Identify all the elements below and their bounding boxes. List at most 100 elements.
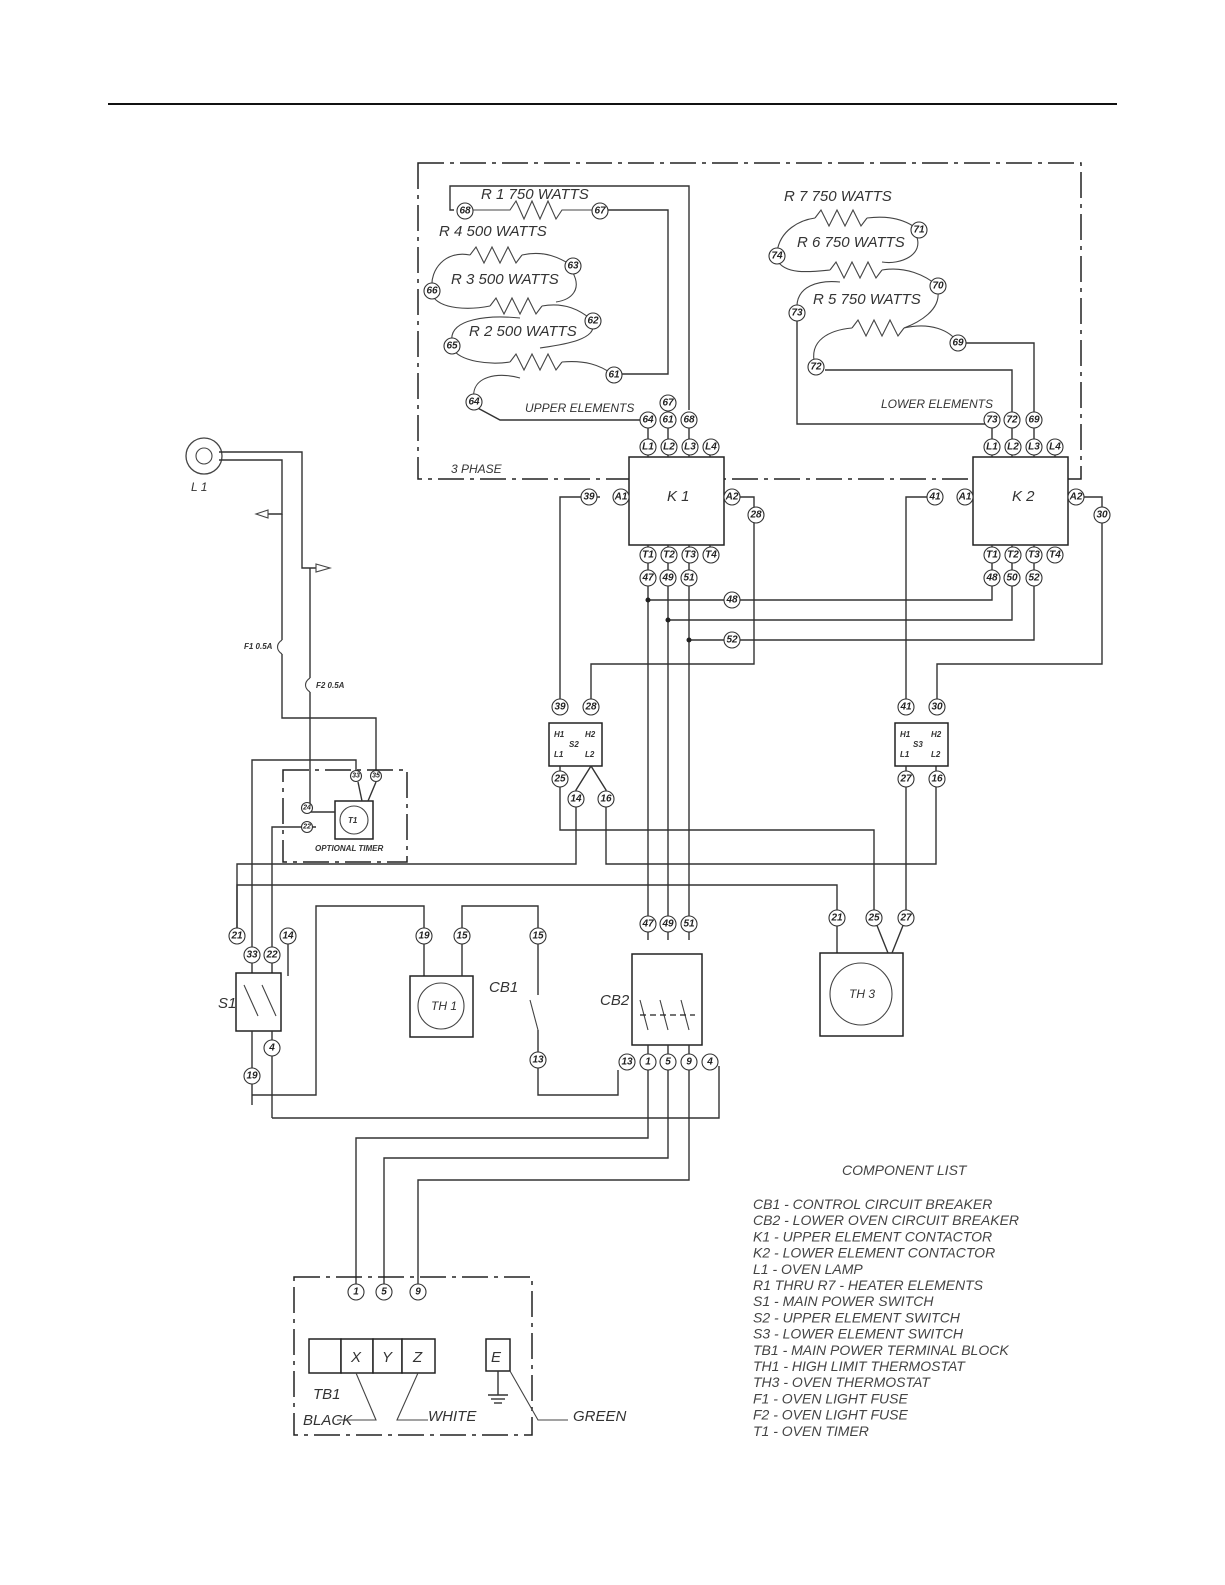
wire-number-tag: T2 [1004,546,1022,564]
svg-text:T1: T1 [986,550,998,561]
l1-label: L 1 [191,480,207,494]
wire-number-tag: 16 [928,770,946,788]
svg-text:L1: L1 [986,442,998,453]
wire-number-tag: L2 [660,438,678,456]
wire-number-tag: 67 [591,202,609,220]
svg-text:72: 72 [810,362,822,373]
component-list: COMPONENT LIST CB1 - CONTROL CIRCUIT BRE… [753,1162,1019,1439]
main-switch-s1: S1 [218,972,282,1118]
wire-21 [236,884,838,958]
wire-number-tag: 61 [605,366,623,384]
wire-number-tag: 68 [456,202,474,220]
wire-39 [559,496,600,705]
breaker-cb1: CB1 [489,958,539,1060]
r6-resistor [829,260,883,280]
wire-number-tag: 1 [639,1053,657,1071]
component-list-item: CB1 - CONTROL CIRCUIT BREAKER [753,1196,992,1212]
svg-text:9: 9 [686,1057,692,1068]
svg-text:X: X [350,1349,362,1366]
svg-text:51: 51 [683,919,695,930]
svg-text:13: 13 [621,1057,633,1068]
wire-number-tag: 33 [349,769,363,783]
wire-number-tag: 62 [584,312,602,330]
svg-text:L2: L2 [931,750,941,759]
svg-text:TH 3: TH 3 [849,987,875,1001]
svg-text:73: 73 [986,415,998,426]
svg-text:28: 28 [584,702,597,713]
wire-number-tag: L4 [702,438,720,456]
component-list-item: F2 - OVEN LIGHT FUSE [753,1407,908,1423]
svg-text:19: 19 [246,1071,258,1082]
wire-number-tag: L3 [681,438,699,456]
svg-text:T3: T3 [684,550,696,561]
r3-resistor [489,296,543,316]
r4-label: R 4 500 WATTS [439,223,547,240]
svg-text:E: E [491,1349,502,1366]
wire-number-tag: 4 [701,1053,719,1071]
svg-text:15: 15 [532,931,544,942]
svg-text:L2: L2 [663,442,675,453]
wire-69 [966,342,1035,420]
svg-text:S2: S2 [569,740,579,749]
wire-number-tag: 16 [597,790,615,808]
r5-resistor [851,318,905,338]
r3-label: R 3 500 WATTS [451,271,559,288]
svg-text:5: 5 [381,1287,387,1298]
svg-text:L1: L1 [900,750,910,759]
r5-label: R 5 750 WATTS [813,291,921,308]
component-list-item: S2 - UPPER ELEMENT SWITCH [753,1309,961,1325]
wire-number-tag: 64 [465,393,483,411]
wire-15 [461,905,539,976]
svg-text:39: 39 [583,492,595,503]
wire-number-tag: 24 [300,801,314,815]
svg-text:T3: T3 [1028,550,1040,561]
svg-text:64: 64 [642,415,654,426]
terminal-block-tb1: X Y Z E TB1 [308,1338,511,1403]
svg-text:L3: L3 [684,442,696,453]
svg-text:50: 50 [1006,573,1018,584]
wire-1 [355,1045,649,1290]
wire-number-tag: 9 [409,1283,427,1301]
wire-number-tag: 30 [1093,506,1111,524]
svg-text:33: 33 [352,773,360,780]
wire-number-tag: 48 [983,569,1001,587]
svg-text:63: 63 [567,261,579,272]
wire-number-tag: 66 [423,282,441,300]
wire-number-tag: 9 [680,1053,698,1071]
svg-text:19: 19 [418,931,430,942]
wire-number-tag: 13 [529,1051,547,1069]
wire-number-tag: 15 [453,927,471,945]
svg-text:73: 73 [791,308,803,319]
black-wire-label: BLACK [303,1412,353,1429]
svg-text:67: 67 [662,398,674,409]
wire-64 [473,405,642,421]
component-list-item: TH3 - OVEN THERMOSTAT [753,1374,931,1390]
wire-number-tag: 73 [788,304,806,322]
wire-number-tag: 51 [680,569,698,587]
wire-number-tag: 14 [567,790,585,808]
svg-text:Y: Y [382,1349,393,1366]
svg-text:14: 14 [282,931,294,942]
svg-text:T4: T4 [705,550,717,561]
wire-number-tag: 52 [723,631,741,649]
wire-number-tag: 74 [768,247,786,265]
wire-number-tag: 67 [659,394,677,412]
wire-number-tag: 30 [928,698,946,716]
wire-25 [559,766,875,918]
wire-28 [590,496,755,705]
svg-text:H1: H1 [554,730,565,739]
wire-number-tag: T2 [660,546,678,564]
wire-number-tag: 41 [897,698,915,716]
heater-element-enclosure [417,162,1082,480]
svg-text:47: 47 [641,573,654,584]
lower-elements: R 7 750 WATTS R 6 750 WATTS R 5 750 WATT… [776,188,1035,425]
r7-label: R 7 750 WATTS [784,188,892,205]
r1-label: R 1 750 WATTS [481,186,589,203]
svg-text:T1: T1 [348,816,358,825]
wire-4 [272,1066,720,1119]
svg-text:48: 48 [985,573,998,584]
wire-number-tag: 39 [580,488,598,506]
svg-text:25: 25 [867,913,880,924]
wire-number-tag: T4 [702,546,720,564]
wire-number-tag: 4 [263,1039,281,1057]
